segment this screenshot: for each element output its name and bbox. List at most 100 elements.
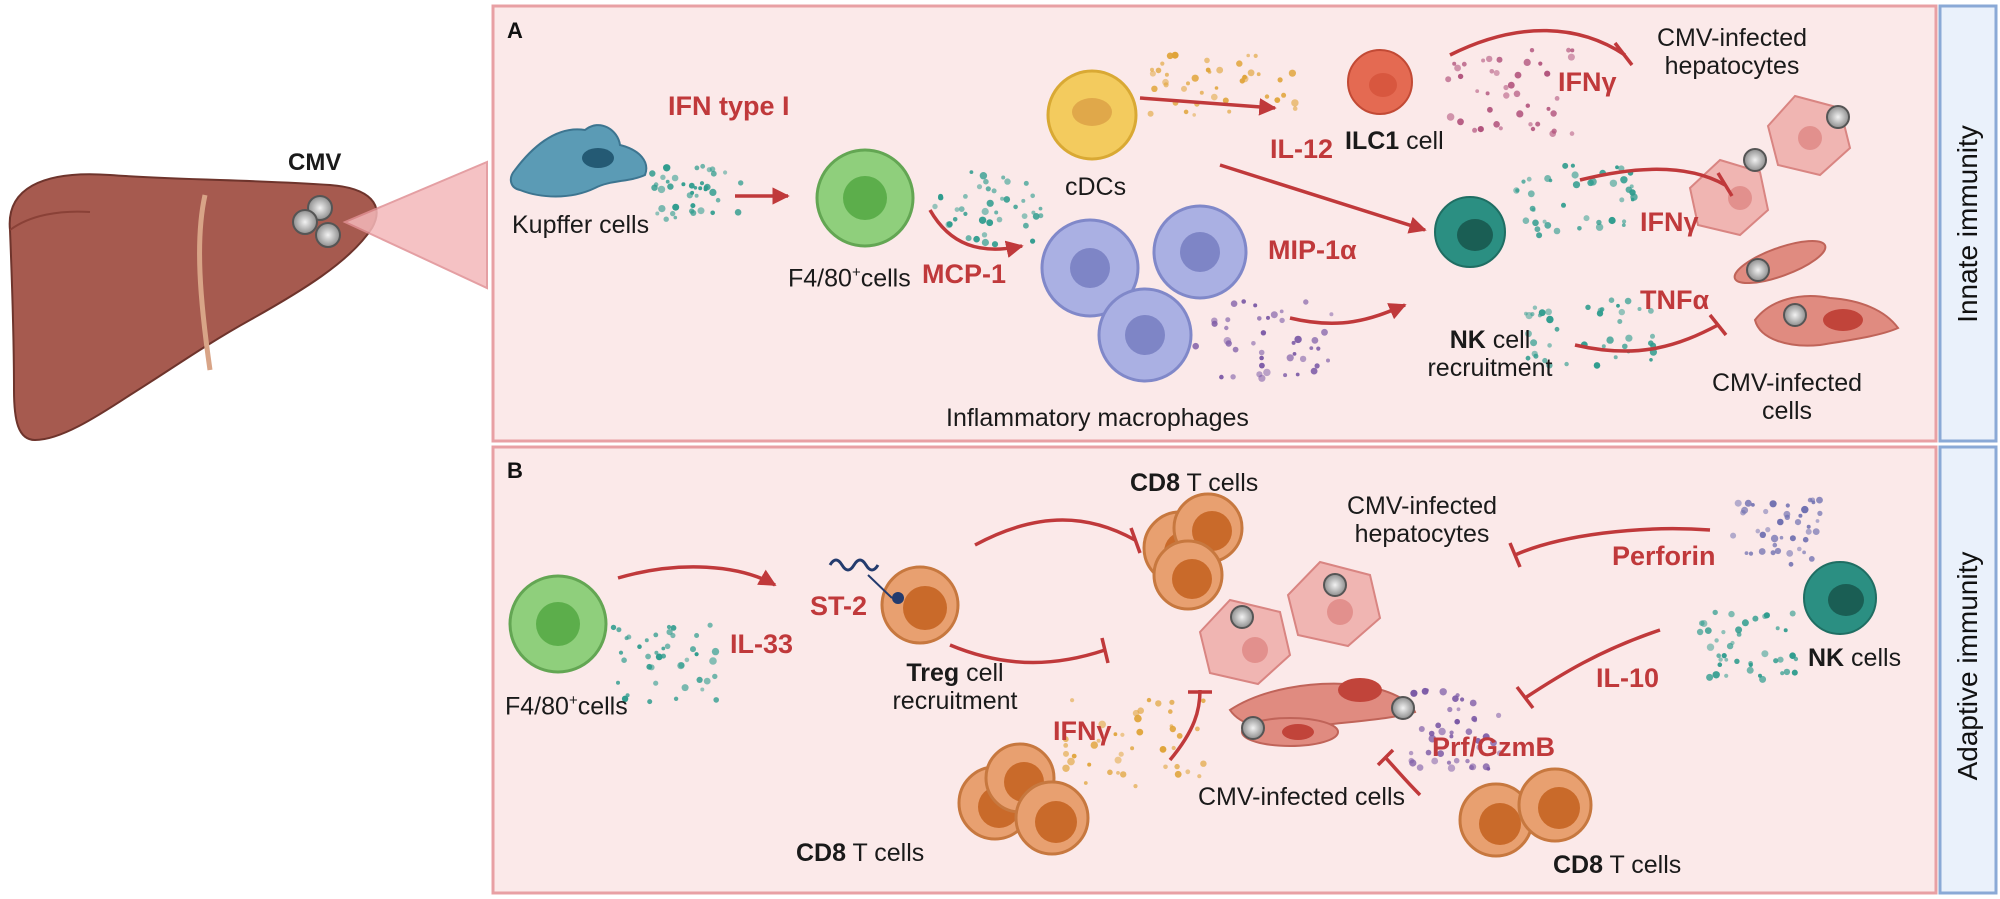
cytokine-dot: [1001, 175, 1006, 180]
cytokine-dot: [1120, 732, 1125, 737]
cytokine-dot: [1712, 671, 1720, 679]
cytokine-dot: [1704, 627, 1712, 634]
cytokine-dot: [1062, 764, 1070, 772]
cytokine-dot: [698, 186, 703, 191]
cytokine-dot: [637, 644, 642, 649]
cytokine-dot: [1211, 317, 1218, 324]
cytokine-dot: [1032, 213, 1040, 220]
cytokine-dot: [963, 194, 968, 199]
cytokine-dot: [1497, 750, 1503, 757]
cytokine-dot: [1147, 110, 1154, 117]
cytokine-dot: [653, 680, 659, 686]
cytokine-dot: [1214, 86, 1219, 90]
infected-cells-label-a: CMV-infected cells: [1702, 369, 1872, 425]
cytokine-dot: [1530, 126, 1536, 132]
cytokine-dot: [1601, 344, 1606, 349]
cytokine-dot: [1806, 524, 1811, 529]
cytokine-dot: [738, 180, 744, 186]
cytokine-dot: [1529, 48, 1535, 53]
cytokine-dot: [734, 209, 742, 216]
cytokine-dot: [1525, 103, 1531, 108]
cytokine-dot: [1174, 770, 1182, 778]
cytokine-dot: [946, 221, 953, 228]
cytokine-dot: [1807, 497, 1813, 503]
cytokine-dot: [965, 235, 972, 242]
cytokine-dot: [1786, 550, 1794, 557]
cytokine-dot: [1525, 330, 1532, 338]
cytokine-dot: [1438, 727, 1446, 736]
cytokine-dot: [1219, 374, 1224, 380]
infected-hepatocytes-b: [1198, 560, 1382, 686]
cytokine-dot: [1454, 64, 1461, 72]
cytokine-dot: [1241, 299, 1246, 304]
cytokine-dot: [1003, 196, 1011, 203]
mcp1-label: MCP-1: [922, 259, 1007, 289]
adaptive-immunity-label: Adaptive immunity: [1952, 551, 1983, 781]
cytokine-dot: [1553, 227, 1561, 235]
cytokine-dot: [1765, 527, 1771, 533]
cytokine-dot: [1004, 178, 1011, 185]
infected-a-line1: CMV-infected: [1711, 369, 1863, 397]
cytokine-dot: [686, 192, 693, 199]
cytokine-dot: [1513, 90, 1521, 98]
cytokine-dot: [1699, 620, 1705, 626]
cytokine-dot: [1734, 499, 1742, 507]
cytokine-dot: [1246, 53, 1250, 58]
cytokine-dot: [1783, 510, 1791, 518]
cytokine-dot: [954, 207, 960, 213]
cytokine-dot: [1783, 628, 1788, 633]
cytokine-dot: [1166, 52, 1174, 60]
nk-b-bold: NK: [1808, 644, 1845, 672]
cytokine-dot: [1536, 232, 1543, 239]
nk-a-bold: NK: [1449, 326, 1486, 354]
cytokine-dot: [1408, 757, 1415, 764]
cytokine-dot: [1482, 733, 1490, 741]
nk-b-rest: cells: [1844, 644, 1902, 672]
cytokine-dot: [665, 179, 670, 184]
cytokine-dot: [1063, 743, 1069, 748]
cytokine-dot: [1023, 222, 1029, 229]
cytokine-dot: [1286, 354, 1294, 362]
cytokine-dot: [1431, 757, 1439, 765]
cytokine-dot: [1545, 308, 1552, 316]
cytokine-dot: [1706, 643, 1715, 651]
cytokine-dot: [1514, 71, 1522, 79]
cytokine-dot: [1292, 352, 1297, 356]
f480-prefix-a: F4/80: [788, 264, 852, 293]
cytokine-dot: [1759, 531, 1767, 538]
cytokine-dot: [1797, 546, 1802, 552]
cytokine-dot: [644, 638, 649, 643]
cytokine-dot: [1525, 312, 1533, 320]
prf-gzmb-label: Prf/GzmB: [1432, 732, 1556, 762]
cytokine-dot: [1544, 175, 1552, 182]
cytokine-dot: [981, 232, 988, 238]
adaptive-side-frame: [1938, 445, 1998, 895]
cytokine-dot: [1472, 127, 1478, 133]
cytokine-dot: [1461, 61, 1467, 67]
cytokine-dot: [1526, 176, 1532, 182]
cytokine-dot: [1475, 737, 1481, 744]
cytokine-dot: [1724, 673, 1729, 678]
nk-cells-label-b: NK cells: [1808, 644, 1902, 673]
cytokine-dot: [1542, 219, 1547, 224]
cytokine-dot: [1530, 339, 1538, 347]
cytokine-dot: [672, 203, 680, 211]
cytokine-dot: [1227, 109, 1232, 114]
cytokine-dot: [696, 676, 703, 684]
cytokine-dot: [1038, 206, 1043, 211]
cytokine-dot: [673, 215, 678, 220]
cytokine-dot: [1751, 503, 1755, 507]
cytokine-dot: [1648, 308, 1654, 314]
cytokine-dot: [1288, 69, 1296, 77]
cytokine-dot: [707, 622, 713, 628]
cytokine-dot: [1435, 722, 1442, 729]
cytokine-dot: [670, 625, 677, 631]
cytokine-dot: [1266, 315, 1270, 320]
cytokine-dot: [1734, 658, 1740, 664]
cd8-bl-bold: CD8: [796, 839, 847, 867]
cytokine-dot: [1274, 97, 1281, 103]
cytokine-dot: [693, 186, 698, 190]
cytokine-dot: [1777, 518, 1784, 526]
cytokine-dot: [1195, 726, 1200, 732]
